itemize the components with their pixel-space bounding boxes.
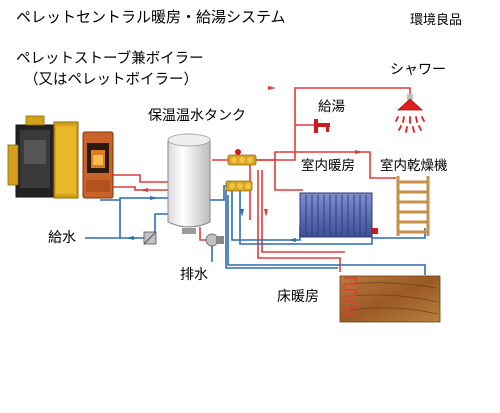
return-manifold — [225, 180, 253, 192]
pellet-boiler-alt-label: （又はペレットボイラー） — [24, 72, 198, 88]
radiator-return-pipe — [231, 190, 305, 241]
hot-water-label: 給湯 — [318, 99, 345, 115]
towel-dryer — [396, 176, 430, 236]
check-valve — [143, 231, 157, 245]
cold-flow-arrow — [240, 209, 244, 217]
water-supply-label: 給水 — [48, 230, 76, 246]
hot-pipes — [100, 87, 411, 272]
hot-flow-arrow — [264, 209, 268, 217]
panel-radiator — [299, 192, 378, 238]
indoor-dryer-label: 室内乾燥機 — [380, 158, 448, 174]
hot-water-faucet — [314, 119, 330, 133]
insulated-tank — [167, 133, 211, 234]
pellet-stove — [82, 131, 114, 199]
hot-flow-arrow — [355, 150, 363, 154]
cold-flow-arrow — [150, 196, 158, 200]
manifold-to-radiator-pipe — [240, 159, 303, 191]
flow-arrows — [140, 86, 363, 217]
floor-return-pipe — [225, 190, 338, 269]
hot-flow-arrow — [140, 188, 148, 192]
cold-flow-arrow — [126, 236, 134, 240]
shower-head — [395, 94, 425, 133]
hot-flow-arrow — [268, 86, 276, 90]
room-heating-label: 室内暖房 — [301, 158, 355, 174]
manifold-to-dryer-pipe — [274, 151, 396, 179]
stove-to-tank-hot-pipe-2 — [100, 186, 168, 191]
supply-manifold — [227, 149, 257, 166]
tank-label: 保温温水タンク — [148, 108, 246, 124]
cold-flow-arrow — [288, 238, 296, 242]
tank-to-shower-pipe — [212, 87, 411, 161]
page-title: ペレットセントラル暖房・給湯システム — [16, 8, 286, 26]
floor-hot-pipe-2 — [261, 170, 345, 253]
drain-label: 排水 — [180, 267, 208, 283]
dryer-return-pipe — [239, 190, 426, 245]
supply-to-tank-pipe-2 — [154, 213, 168, 238]
drain-valve — [205, 233, 224, 247]
pellet-boiler — [7, 115, 79, 199]
cold-flow-arrows — [126, 196, 296, 242]
floor-return-pipe-2 — [227, 195, 426, 275]
brand-label: 環境良品 — [410, 13, 463, 28]
stove-to-tank-hot-pipe — [100, 174, 168, 183]
cold-pipes — [85, 185, 426, 275]
floor-heating-label: 床暖房 — [277, 289, 319, 305]
floor-heating-panel — [339, 275, 441, 323]
shower-label: シャワー — [390, 62, 446, 78]
stove-boiler-label: ペレットストーブ兼ボイラー — [16, 51, 204, 67]
floor-heating-coil — [343, 277, 357, 315]
